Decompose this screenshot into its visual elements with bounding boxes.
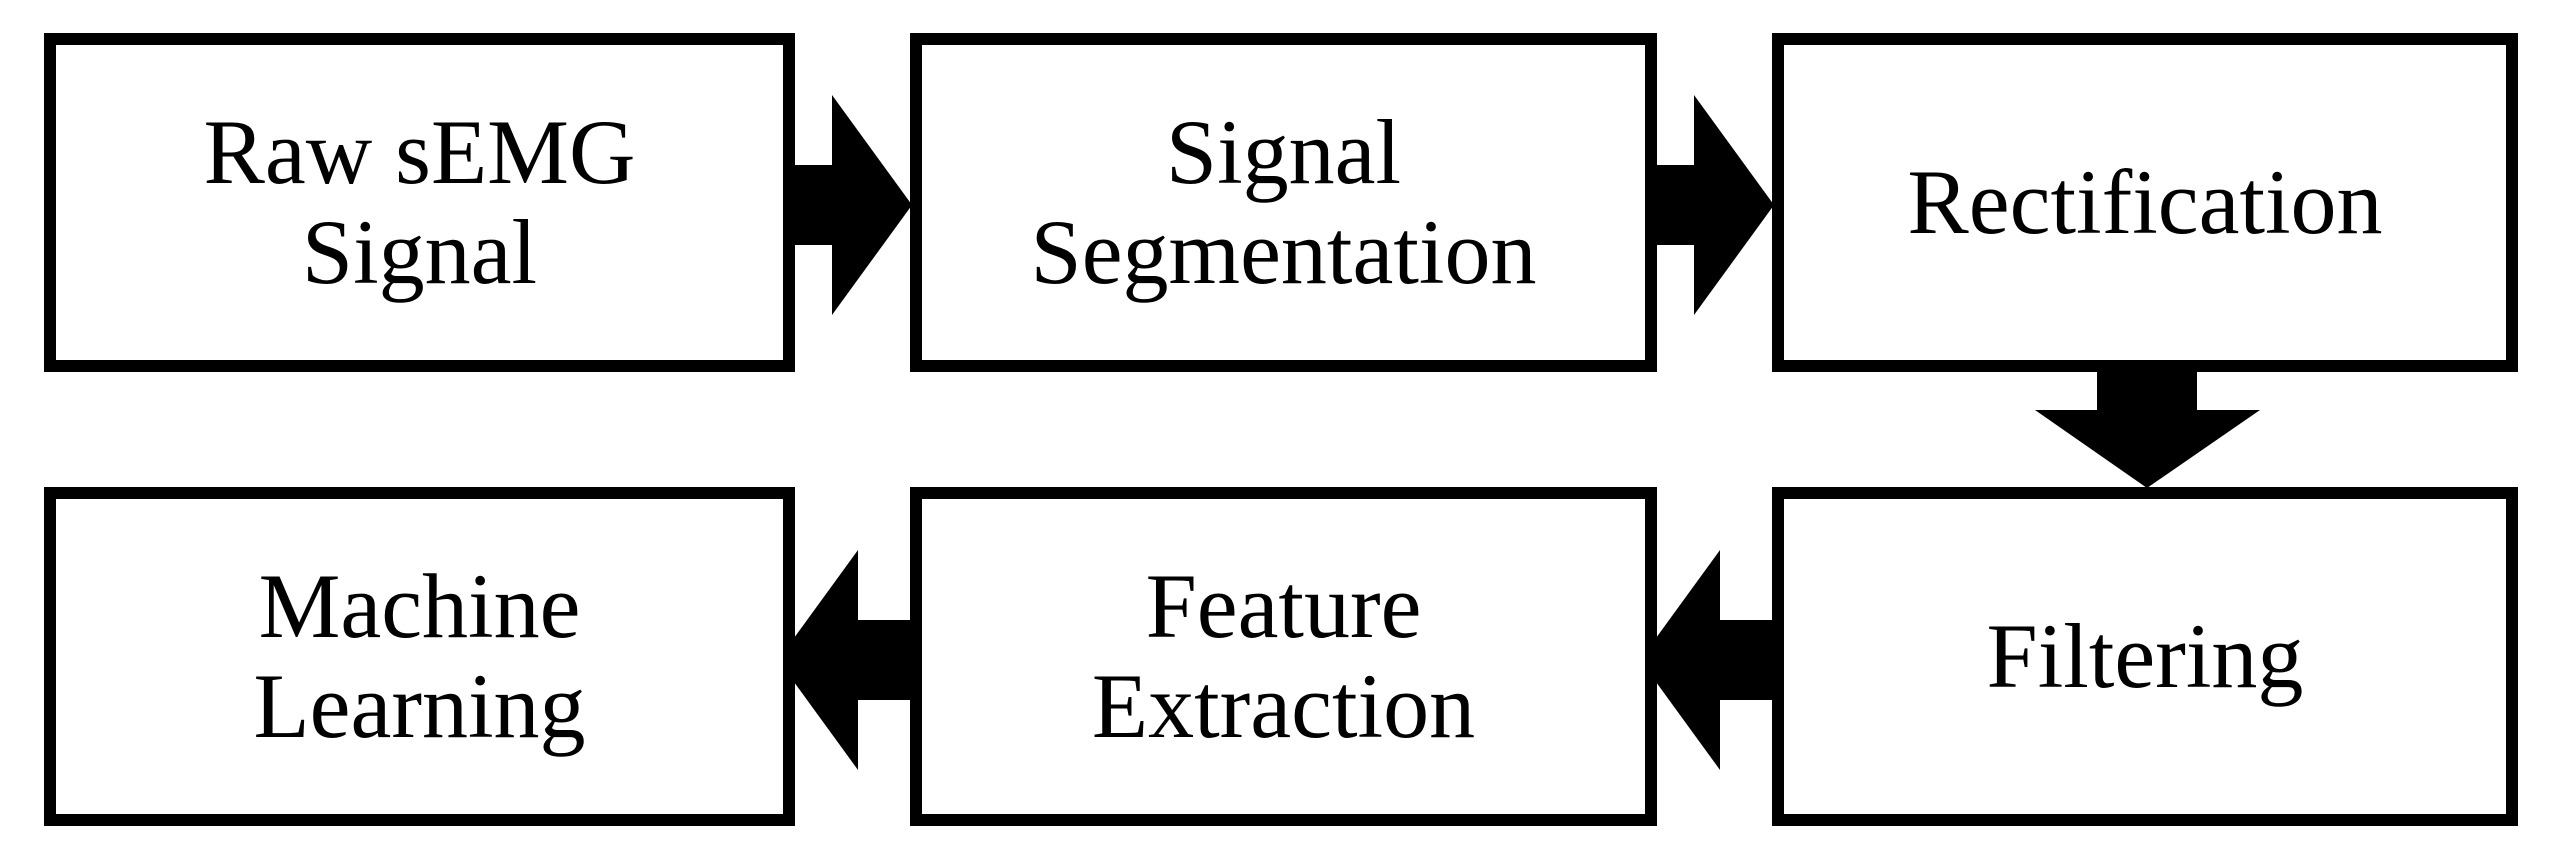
node-rectification[interactable]: Rectification [1772, 33, 2518, 372]
node-feature-extraction[interactable]: Feature Extraction [910, 487, 1657, 826]
arrow-right-raw-semg-to-segmentation [770, 90, 920, 320]
node-signal-segmentation[interactable]: Signal Segmentation [910, 33, 1657, 372]
arrow-down-rectification-to-filtering [2030, 360, 2265, 490]
arrow-left-feature-extraction-to-machine-learning [770, 545, 920, 775]
node-raw-semg-signal[interactable]: Raw sEMG Signal [44, 33, 795, 372]
node-label-filtering: Filtering [1986, 604, 2304, 707]
node-filtering[interactable]: Filtering [1772, 487, 2518, 826]
node-label-machine-learning: Machine Learning [253, 555, 586, 757]
arrow-left-filtering-to-feature-extraction [1632, 545, 1782, 775]
node-machine-learning[interactable]: Machine Learning [44, 487, 795, 826]
node-label-rectification: Rectification [1907, 150, 2383, 253]
node-label-signal-segmentation: Signal Segmentation [1030, 101, 1537, 303]
node-label-raw-semg-signal: Raw sEMG Signal [203, 101, 636, 303]
arrow-right-segmentation-to-rectification [1632, 90, 1782, 320]
node-label-feature-extraction: Feature Extraction [1091, 555, 1476, 757]
